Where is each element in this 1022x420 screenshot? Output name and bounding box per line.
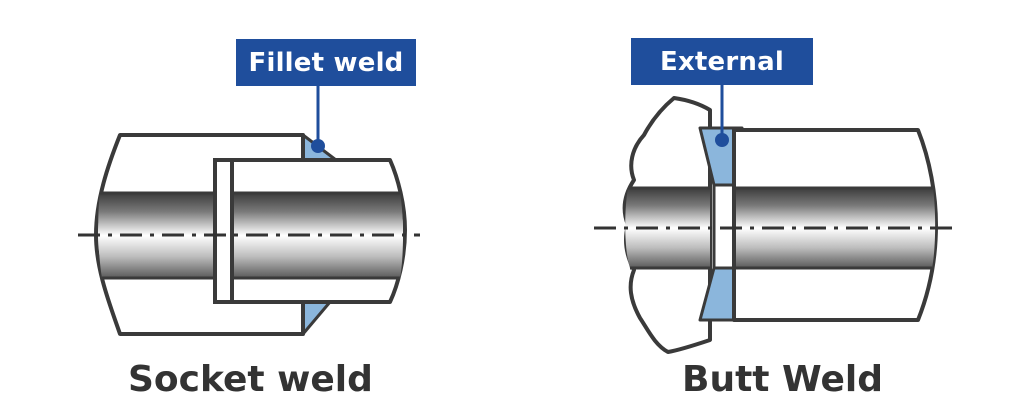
fillet-leader-dot [311, 139, 325, 153]
socket-weld-diagram [78, 86, 420, 336]
external-leader-dot [715, 133, 729, 147]
butt-weld-diagram [594, 85, 960, 354]
inserted-pipe-bore [232, 193, 403, 278]
fillet-weld-label: Fillet weld [236, 39, 416, 86]
butt-weld-caption: Butt Weld [682, 359, 883, 400]
external-weld-label: External [631, 38, 813, 85]
socket-weld-caption: Socket weld [128, 359, 373, 400]
